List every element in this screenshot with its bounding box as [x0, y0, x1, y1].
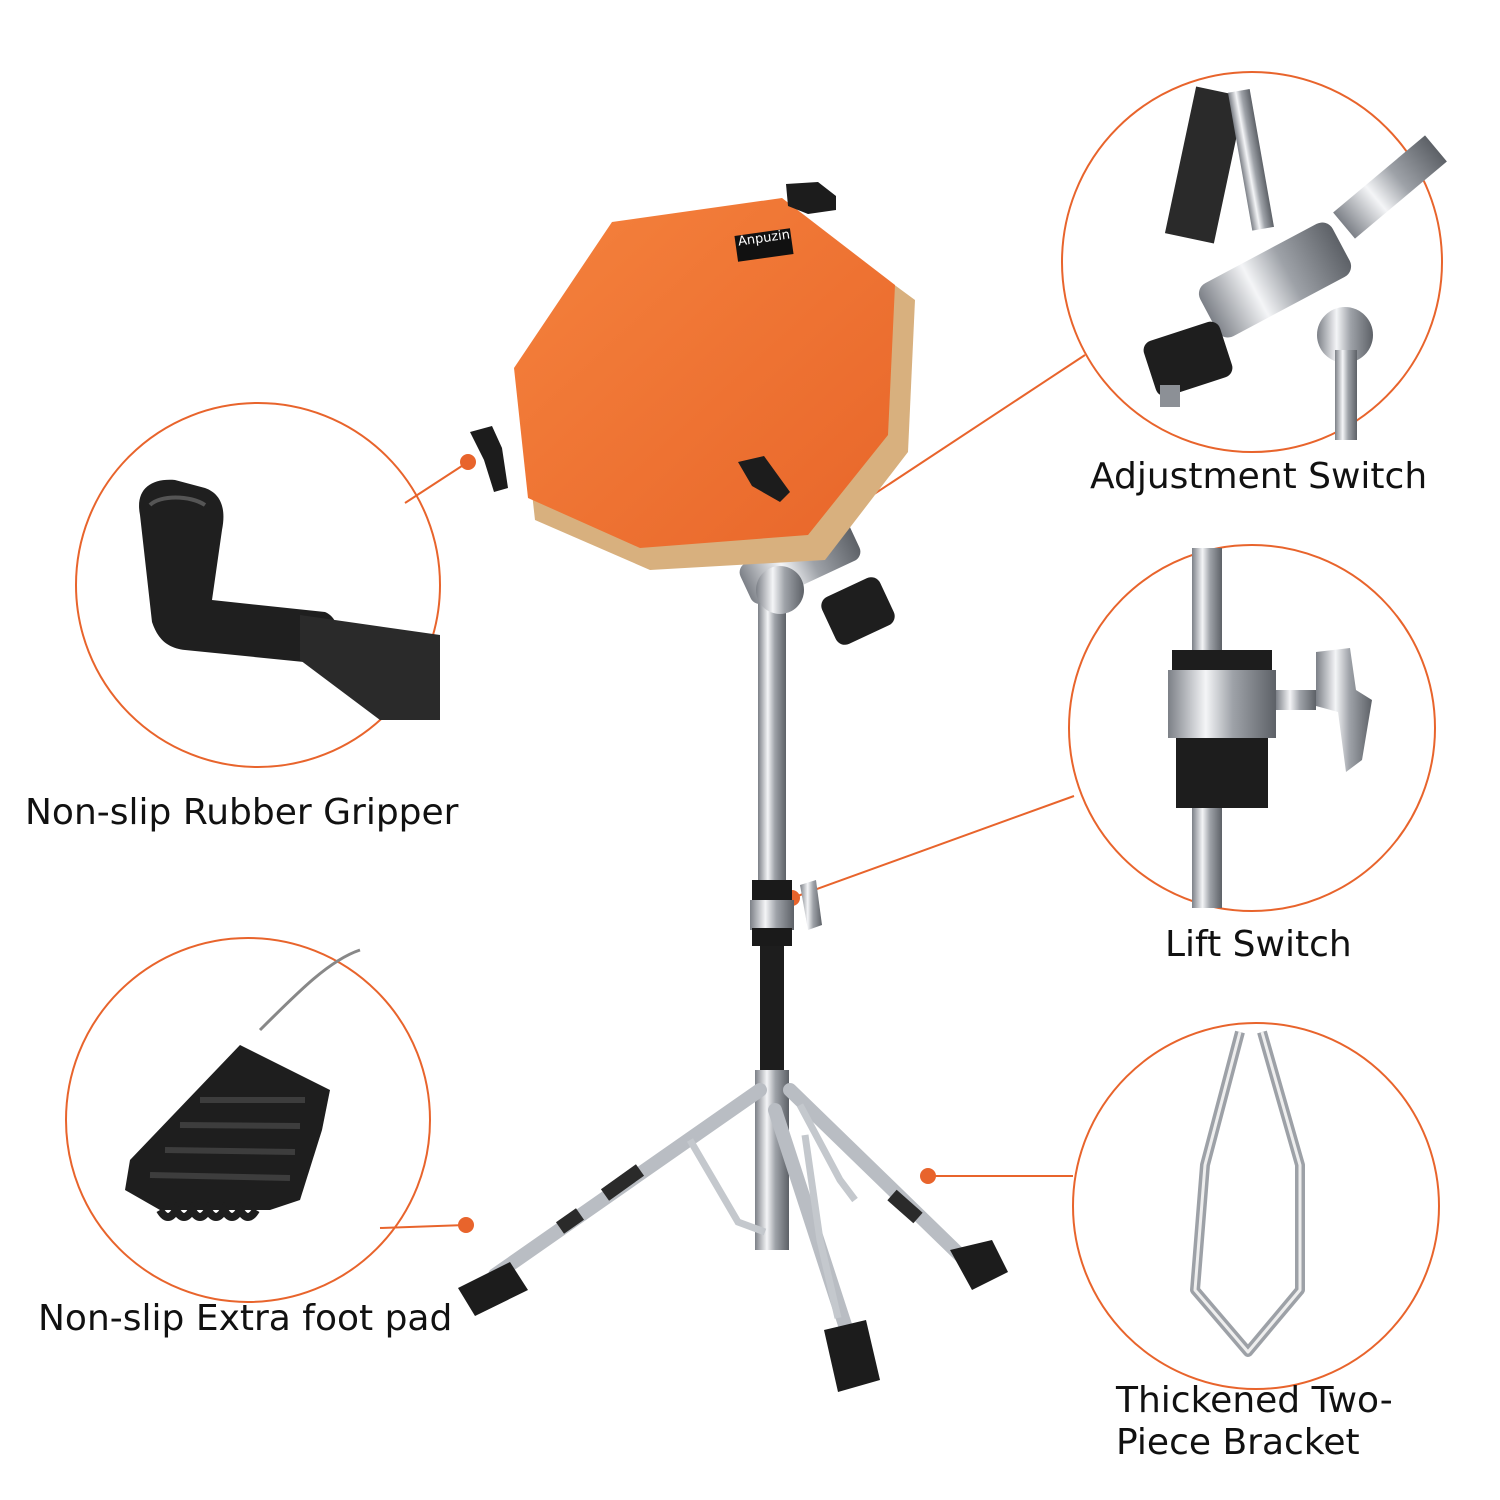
bracket-label-line2: Piece Bracket — [1116, 1422, 1360, 1463]
bracket-closeup — [1190, 1030, 1305, 1357]
foot-pad-closeup — [125, 948, 361, 1221]
gripper-marker-dot — [460, 454, 476, 470]
lift-switch-closeup — [1168, 548, 1372, 908]
bracket-marker-dot — [920, 1168, 936, 1184]
bracket-callout-circle — [1072, 1022, 1440, 1390]
gripper-label: Non-slip Rubber Gripper — [25, 792, 459, 833]
foot-pad-marker-dot — [458, 1217, 474, 1233]
drum-stand — [458, 595, 1008, 1392]
lift-label: Lift Switch — [1165, 924, 1352, 965]
practice-pad — [470, 182, 915, 645]
bracket-label-line1: Thickened Two- — [1116, 1380, 1393, 1421]
leader-lines — [379, 354, 1086, 1229]
foot-pad-label: Non-slip Extra foot pad — [38, 1298, 453, 1339]
adjustment-label: Adjustment Switch — [1090, 456, 1428, 497]
rubber-gripper-closeup — [139, 479, 440, 720]
adjustment-switch-closeup — [1143, 86, 1447, 440]
